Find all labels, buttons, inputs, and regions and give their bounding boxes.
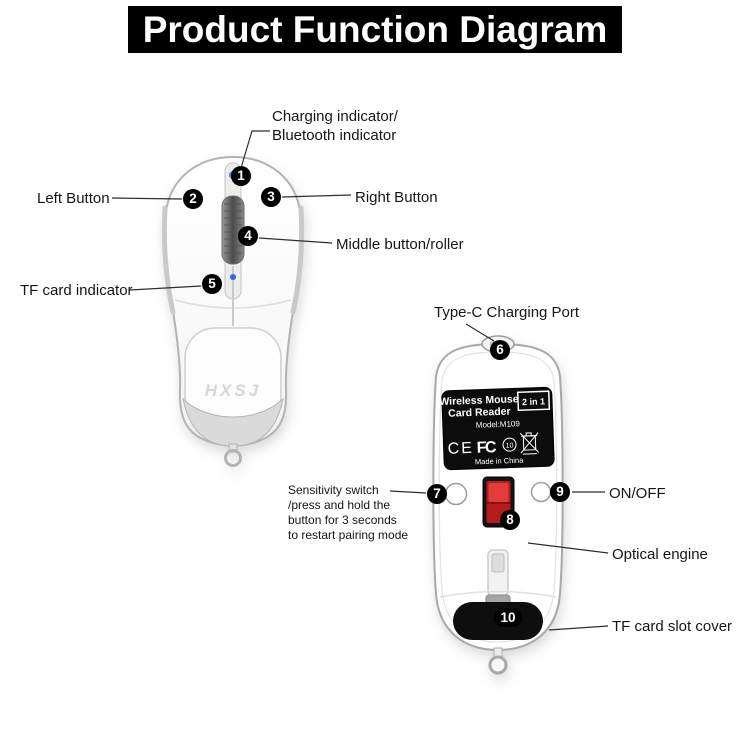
optical-engine-sensor	[491, 553, 505, 573]
label-charging-indicator: Charging indicator/ Bluetooth indicator	[272, 108, 398, 144]
sticker-background	[441, 386, 555, 471]
title-banner: Product Function Diagram	[128, 6, 622, 53]
on-off-button[interactable]	[530, 481, 552, 503]
tf-card-indicator-light	[230, 274, 236, 280]
tf-cover-seam	[439, 590, 557, 598]
label-left-button: Left Button	[37, 190, 110, 207]
callout-badge-2: 2	[183, 189, 203, 209]
sticker-line2: Card Reader	[448, 406, 511, 420]
cert-dot-text: 10	[506, 442, 514, 449]
callout-badge-7: 7	[427, 484, 447, 504]
callout-badge-10: 10	[494, 608, 522, 627]
label-right-button: Right Button	[355, 189, 438, 206]
cert-dot-circle	[502, 437, 517, 452]
brand-logo: HXSJ	[205, 381, 261, 400]
label-tf-card-indicator: TF card indicator	[20, 282, 133, 299]
label-sensitivity-switch: Sensitivity switch /press and hold the b…	[288, 483, 409, 542]
product-sticker: Wireless Mouse Card Reader 2 in 1 Model:…	[439, 386, 555, 471]
sticker-model: Model:M109	[476, 419, 521, 430]
tail-ring	[224, 449, 242, 467]
callout-badge-8: 8	[500, 510, 520, 530]
label-type-c-charging-port: Type-C Charging Port	[434, 304, 580, 321]
sensitivity-switch-button[interactable]	[444, 482, 468, 506]
label-on-off: ON/OFF	[609, 485, 666, 502]
sticker-line1: Wireless Mouse	[439, 393, 519, 408]
top-mouse-illustration: HXSJ	[161, 155, 305, 467]
page-title: Product Function Diagram	[142, 8, 608, 50]
sticker-2in1-text: 2 in 1	[522, 396, 545, 407]
fcc-mark: FC	[476, 439, 497, 457]
callout-badge-6: 6	[490, 340, 510, 360]
left-side-accent	[161, 205, 176, 315]
bottom-cap	[182, 397, 284, 447]
sticker-made-in: Made in China	[475, 456, 524, 467]
ce-mark: CE	[447, 440, 474, 458]
callout-badge-5: 5	[202, 274, 222, 294]
bottom-mouse-illustration: Wireless Mouse Card Reader 2 in 1 Model:…	[432, 335, 564, 675]
label-middle-button-roller: Middle button/roller	[336, 236, 464, 253]
weee-bin-icon	[519, 432, 540, 455]
bottom-tail-ring	[488, 655, 508, 675]
callout-badge-9: 9	[550, 482, 570, 502]
sticker-2in1-box	[516, 390, 551, 412]
callout-badge-3: 3	[261, 187, 281, 207]
label-optical-engine: Optical engine	[612, 546, 708, 563]
baseplate-seam	[438, 351, 558, 643]
callout-badge-1: 1	[231, 166, 251, 186]
right-side-accent	[290, 205, 305, 315]
scroll-wheel-ribs	[224, 203, 242, 254]
callout-badge-4: 4	[238, 226, 258, 246]
label-tf-card-slot-cover: TF card slot cover	[612, 618, 733, 635]
